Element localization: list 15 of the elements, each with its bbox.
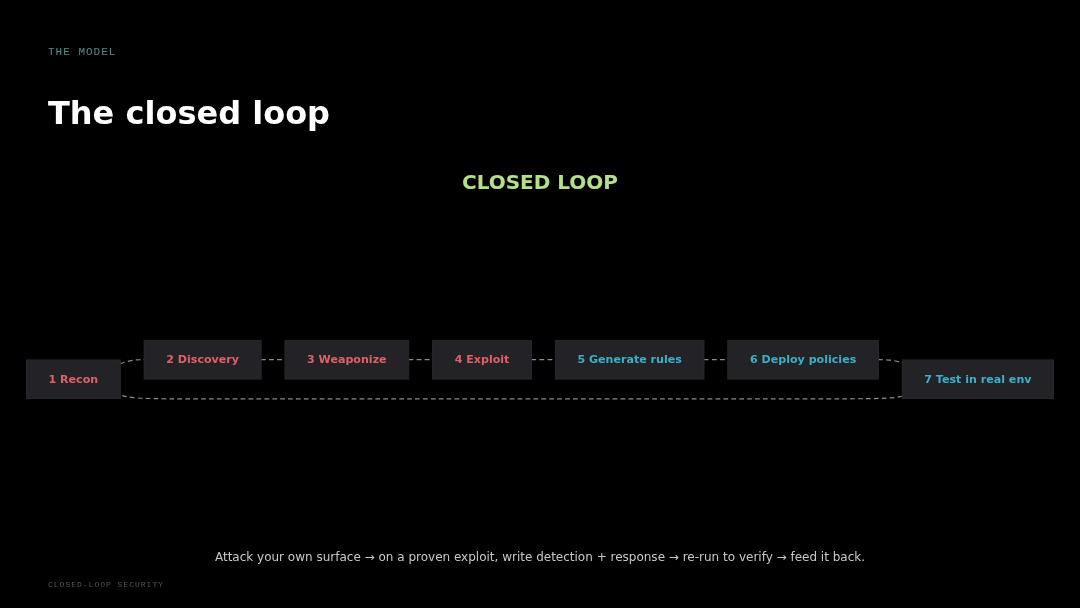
node-box: 3 Weaponize [284, 340, 410, 380]
node-box: 2 Discovery [143, 340, 262, 380]
node-box: 7 Test in real env [901, 359, 1055, 400]
caption: Attack your own surface → on a proven exploit, write detection + response → re-run to verify → feed it back. [213, 550, 867, 564]
node-box: 6 Deploy policies [727, 340, 879, 380]
connector [119, 394, 903, 400]
node-box: 1 Recon [25, 359, 121, 400]
slide-title: The closed loop [48, 94, 330, 132]
node-box: 4 Exploit [432, 340, 532, 380]
connector [877, 359, 903, 364]
node-box: 5 Generate rules [554, 340, 705, 380]
center-label: CLOSED LOOP [460, 170, 619, 194]
section-label: THE MODEL [48, 46, 117, 58]
footer-label: CLOSED-LOOP SECURITY [48, 580, 164, 589]
connector [530, 359, 556, 361]
